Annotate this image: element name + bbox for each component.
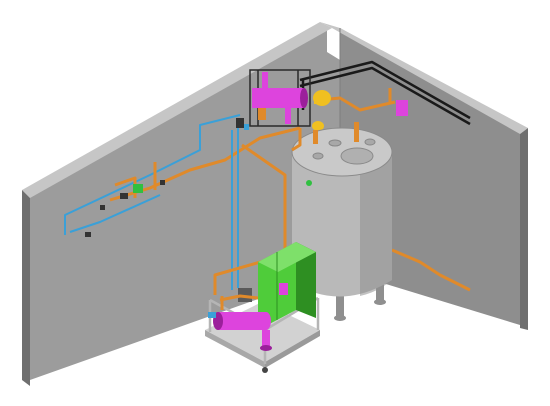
skid-base-front	[205, 330, 265, 368]
black-pipe-a	[299, 60, 471, 120]
left-wall-pipes	[64, 114, 301, 237]
blue-pipe-lower	[69, 194, 161, 233]
cabinet-display	[279, 283, 288, 295]
vertical-pipes	[213, 118, 302, 295]
vertical-valve	[236, 118, 244, 128]
orange-vertical-pipe	[213, 143, 287, 295]
lower-hx-nozzle	[262, 330, 270, 348]
tank-leg-1	[336, 290, 344, 318]
orange-pipe-to-tank	[291, 128, 302, 152]
vertical-valve-2	[244, 124, 249, 130]
tank-gauge	[306, 180, 312, 186]
blue-pipe-long	[64, 114, 241, 235]
cabinet-top	[258, 242, 316, 272]
tank-leg-2	[376, 282, 384, 302]
upper-hx-nozzle-2	[285, 108, 291, 124]
pumps	[312, 90, 331, 131]
upper-hx-flange	[258, 108, 266, 120]
left-gauge	[133, 184, 143, 193]
lower-heat-exchanger	[208, 288, 272, 351]
orange-pipe-left-wall	[109, 126, 301, 202]
skid-wheel	[262, 367, 268, 373]
left-fitting-3	[100, 205, 105, 210]
left-wall-edge	[22, 190, 30, 386]
upper-heat-exchanger	[249, 69, 311, 127]
skid-pump	[238, 288, 252, 302]
black-pipe-b	[299, 66, 471, 126]
right-wall-pipe	[391, 248, 471, 292]
control-cabinet	[258, 242, 316, 330]
storage-tank	[291, 122, 393, 321]
right-wall-top	[320, 22, 528, 134]
tank-manhole	[340, 147, 374, 165]
upper-hx-nozzle-1	[262, 72, 268, 88]
left-fitting-2	[85, 232, 91, 237]
pump-yellow-2	[312, 121, 324, 131]
orange-pipe-right-wall	[391, 248, 471, 292]
left-fitting-1	[120, 193, 128, 199]
left-fitting-4	[160, 180, 165, 185]
valve-box-right	[396, 100, 408, 116]
upper-hx-frame	[249, 69, 311, 127]
cabinet-side	[296, 242, 316, 318]
left-wall-top	[22, 22, 332, 198]
right-wall-edge	[520, 128, 528, 330]
